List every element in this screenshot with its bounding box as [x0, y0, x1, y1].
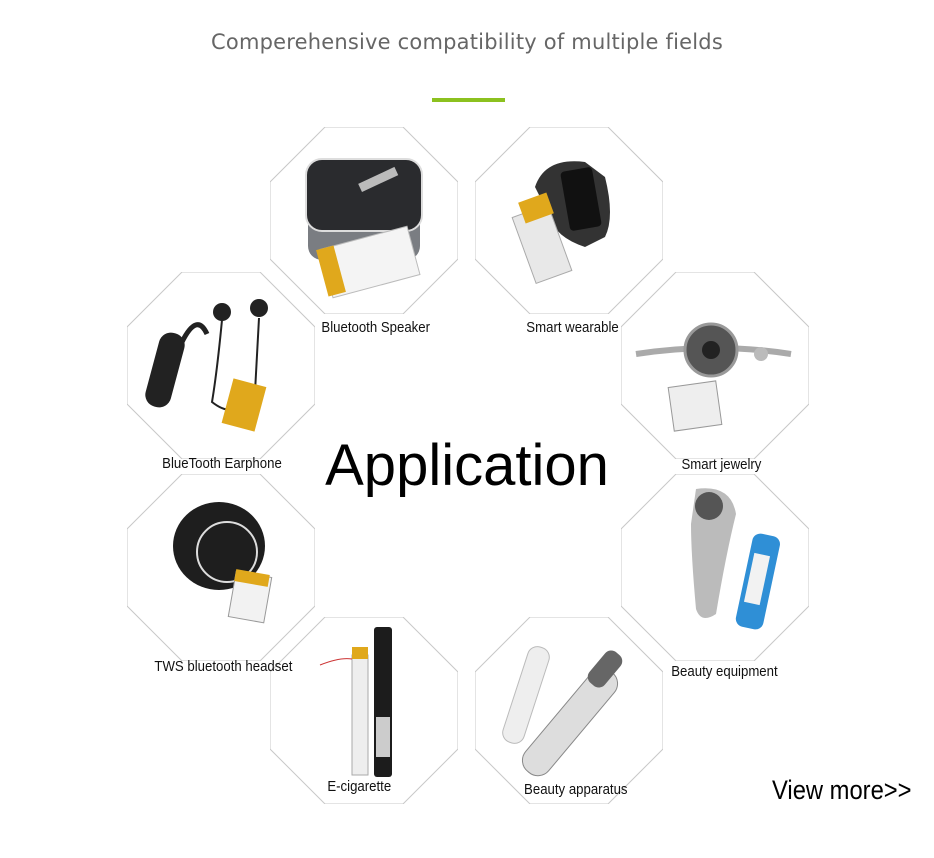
earphone-icon	[145, 299, 268, 432]
application-card-bluetooth-earphone[interactable]	[127, 272, 315, 459]
application-card-smart-wearable[interactable]	[475, 127, 663, 314]
application-card-tws-headset[interactable]	[127, 474, 315, 661]
label-e-cigarette: E-cigarette	[327, 778, 392, 795]
earbud-icon	[173, 502, 273, 624]
label-beauty-equipment: Beauty equipment	[671, 663, 778, 680]
application-card-bluetooth-speaker[interactable]	[270, 127, 458, 314]
speaker-icon	[305, 158, 423, 299]
center-heading: Application	[325, 433, 609, 498]
application-card-e-cigarette[interactable]	[270, 617, 458, 804]
application-card-beauty-equipment[interactable]	[621, 474, 809, 661]
label-tws-headset: TWS bluetooth headset	[154, 658, 293, 675]
label-bluetooth-speaker: Bluetooth Speaker	[321, 319, 431, 336]
beauty-pen-icon	[502, 646, 623, 777]
application-card-smart-jewelry[interactable]	[621, 272, 809, 459]
section-title: Comperehensive compatibility of multiple…	[211, 30, 723, 54]
bracelet-icon	[635, 322, 792, 432]
label-smart-jewelry: Smart jewelry	[681, 456, 762, 473]
smartwatch-icon	[511, 161, 610, 285]
label-bluetooth-earphone: BlueTooth Earphone	[162, 455, 282, 472]
application-card-beauty-apparatus[interactable]	[475, 617, 663, 804]
label-smart-wearable: Smart wearable	[526, 319, 619, 336]
facial-brush-icon	[691, 488, 780, 630]
view-more-link[interactable]: View more>>	[772, 775, 912, 805]
e-cigarette-icon	[319, 627, 392, 777]
label-beauty-apparatus: Beauty apparatus	[524, 781, 628, 798]
accent-divider	[432, 98, 505, 102]
